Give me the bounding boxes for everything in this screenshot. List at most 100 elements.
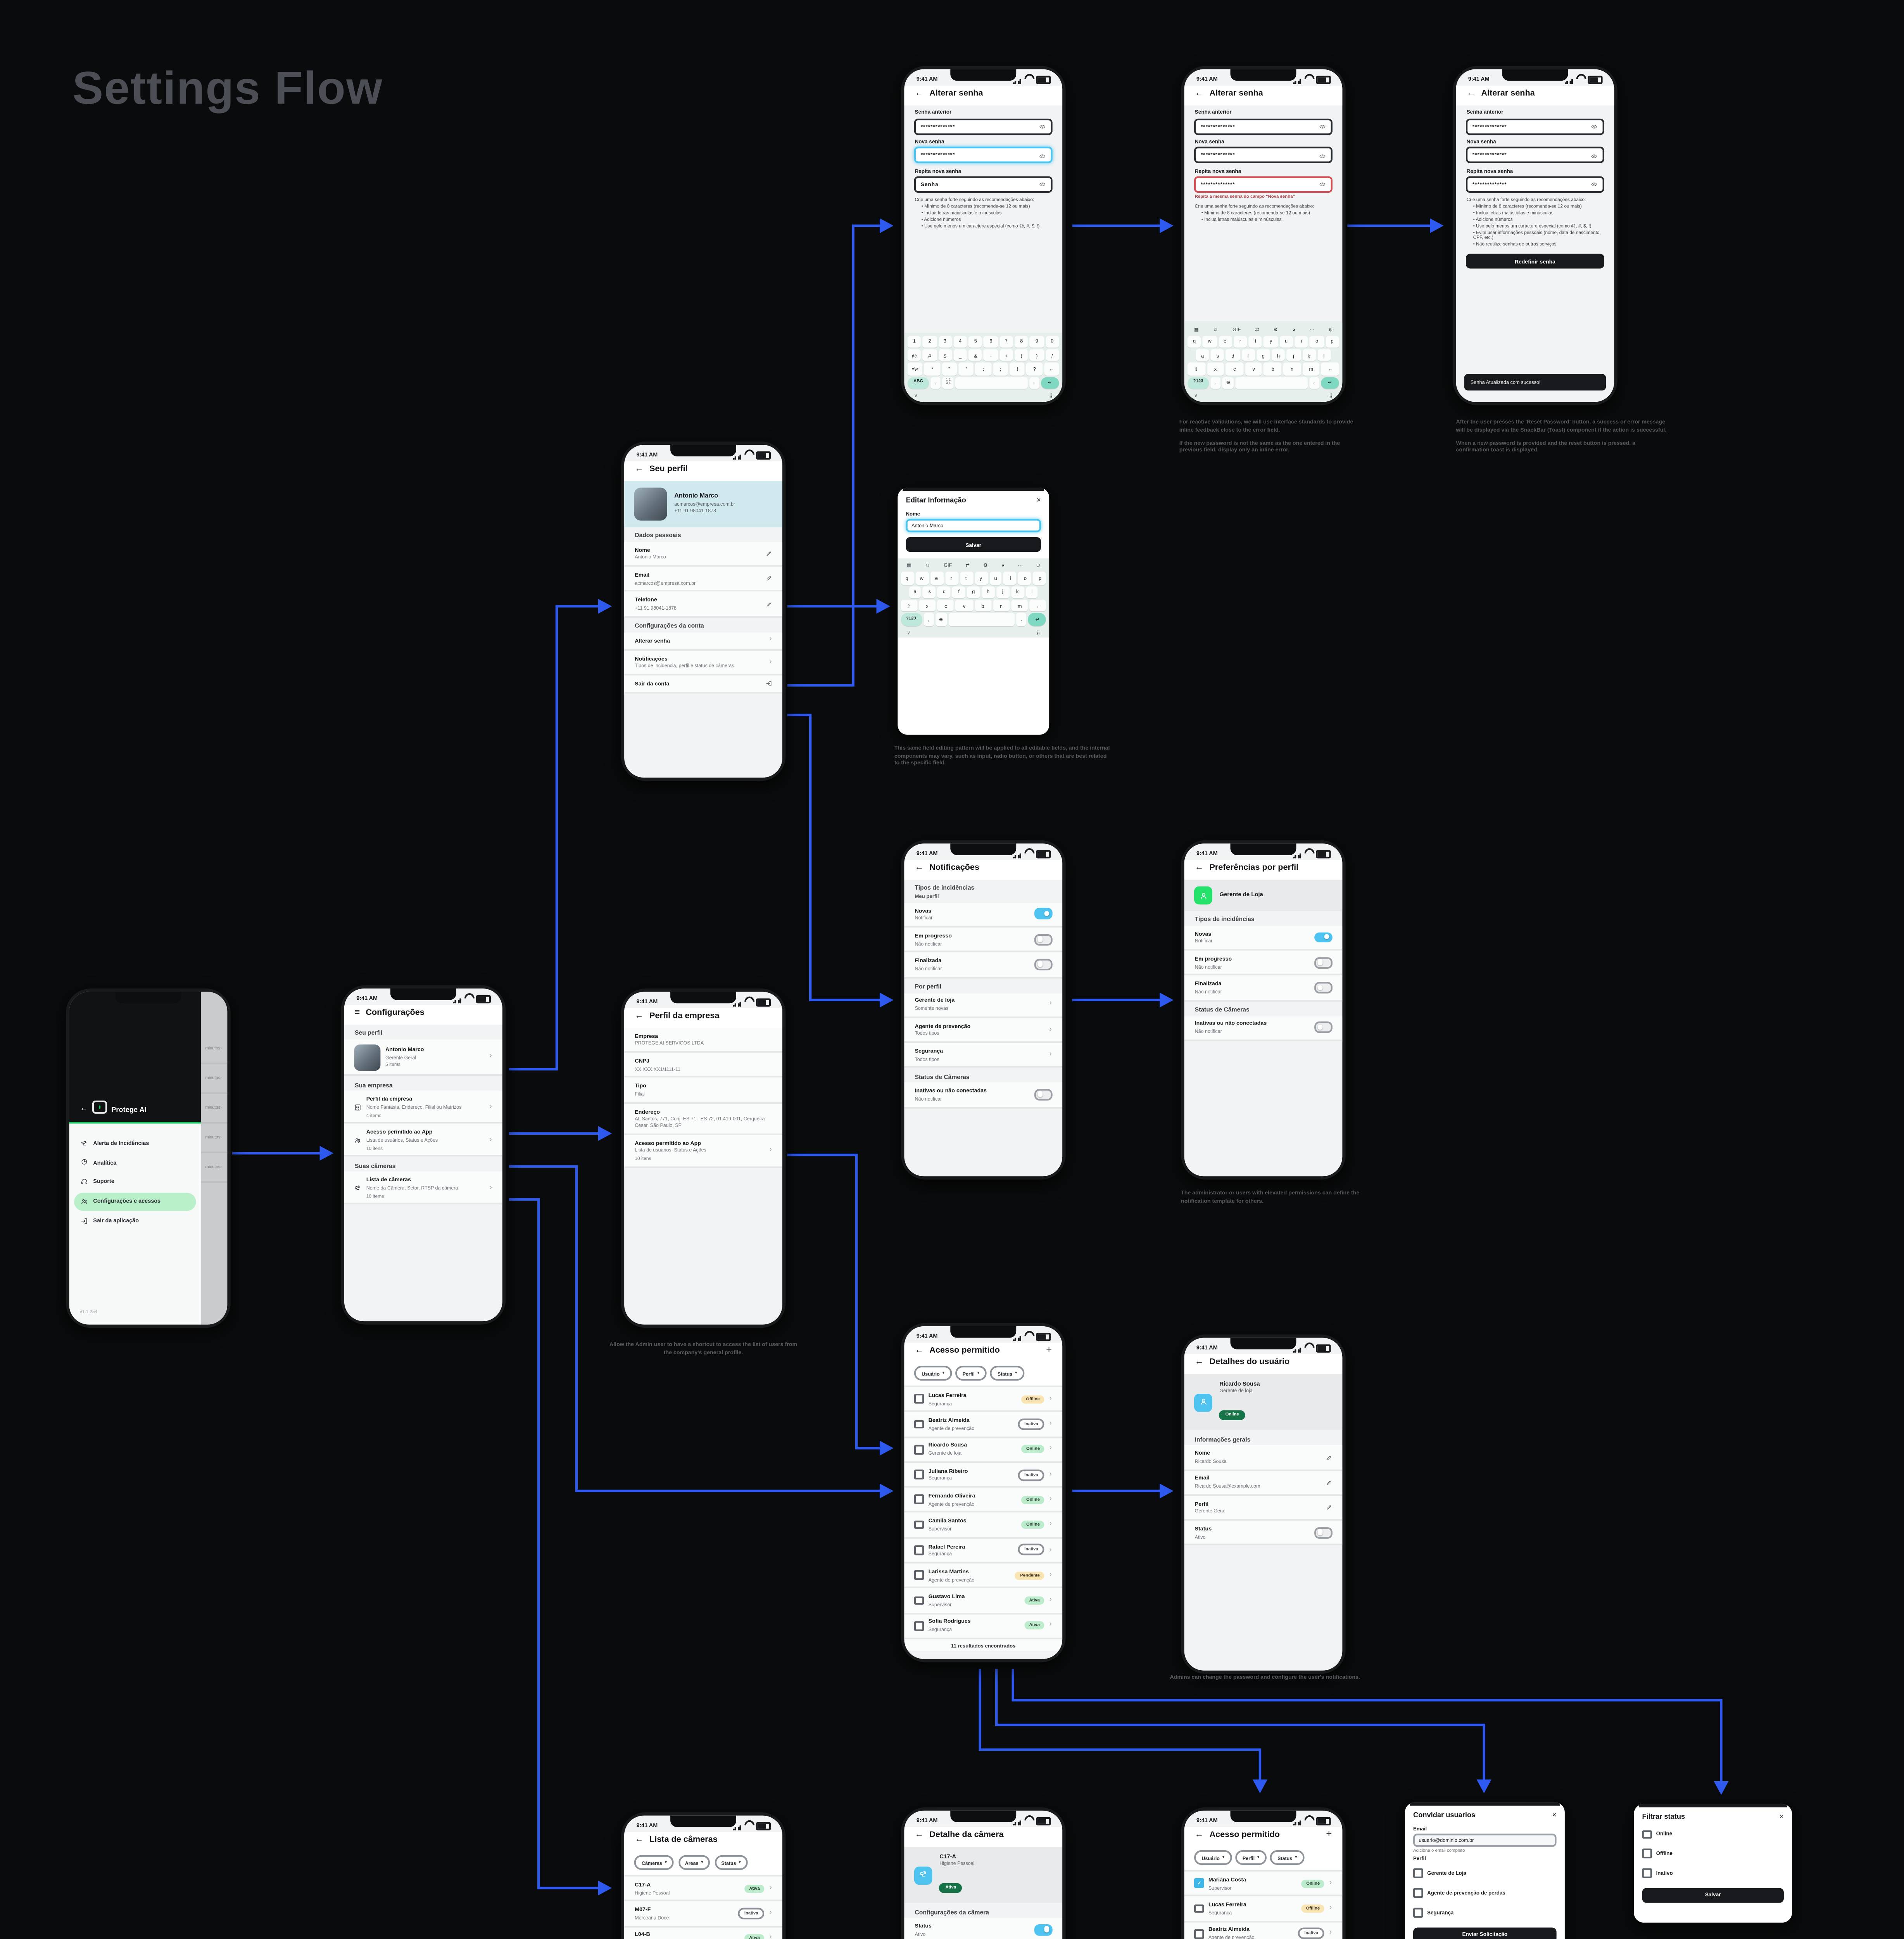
close-icon[interactable]: × <box>1779 1811 1784 1820</box>
key[interactable]: l <box>1317 349 1331 361</box>
eye-icon[interactable] <box>1320 152 1326 159</box>
dot-key[interactable]: . <box>1308 377 1319 389</box>
key[interactable]: f <box>1241 349 1255 361</box>
key[interactable]: e <box>1218 335 1232 347</box>
save-button[interactable]: Salvar <box>1642 1888 1784 1903</box>
key[interactable]: ← <box>1321 363 1339 375</box>
filter-chip[interactable]: Usuário▾ <box>915 1366 951 1382</box>
toggle[interactable] <box>1034 908 1052 920</box>
key[interactable]: t <box>959 572 973 584</box>
status-option[interactable]: Offline <box>1642 1844 1784 1863</box>
password-field[interactable]: Senha anterior ************** <box>1466 109 1604 135</box>
back-icon[interactable]: ← <box>635 1012 644 1022</box>
filter-chip[interactable]: Status▾ <box>1270 1851 1304 1866</box>
filter-chip[interactable]: Status▾ <box>991 1366 1024 1382</box>
key[interactable]: 1 <box>907 335 921 347</box>
keyboard-toolbar-icon[interactable]: ⚙ <box>983 562 988 569</box>
password-field[interactable]: Nova senha ************** <box>1195 139 1332 164</box>
eye-icon[interactable] <box>1592 123 1598 130</box>
key[interactable]: 8 <box>1015 335 1029 347</box>
toggle[interactable] <box>1034 1924 1052 1936</box>
list-item[interactable]: Alterar senha › <box>625 632 782 651</box>
key[interactable]: c <box>937 600 955 612</box>
checkbox[interactable] <box>915 1419 924 1429</box>
key[interactable]: 2 <box>923 335 937 347</box>
key[interactable]: n <box>1283 363 1301 375</box>
key[interactable]: o <box>1310 335 1324 347</box>
keyboard-grid-icon[interactable]: ⣿ <box>1329 392 1333 399</box>
key[interactable]: 9 <box>1030 335 1044 347</box>
key[interactable]: x <box>918 600 936 612</box>
numpad-key[interactable]: 1 2 3 4 <box>943 377 954 389</box>
space-key[interactable] <box>948 613 1015 626</box>
keyboard-toolbar-icon[interactable]: ψ <box>1329 325 1333 332</box>
back-icon[interactable]: ← <box>915 1831 924 1841</box>
filter-chip[interactable]: Perfil▾ <box>1236 1851 1267 1866</box>
key[interactable]: w <box>1203 335 1217 347</box>
keyboard-toolbar-icon[interactable]: GIF <box>1233 325 1241 332</box>
logout-icon[interactable] <box>766 681 772 687</box>
comma-key[interactable]: , <box>930 377 941 389</box>
filter-chip[interactable]: Areas▾ <box>678 1856 710 1871</box>
keyboard-grid-icon[interactable]: ⣿ <box>1036 629 1040 636</box>
filter-chip[interactable]: Câmeras▾ <box>635 1856 674 1871</box>
key[interactable]: ⇧ <box>900 600 917 612</box>
drawer-menu-item[interactable]: Suporte <box>75 1173 195 1191</box>
toggle[interactable] <box>1314 931 1332 943</box>
enter-key[interactable]: ↵ <box>1041 377 1059 389</box>
key[interactable]: a <box>1196 349 1210 361</box>
keyboard-toolbar-icon[interactable]: GIF <box>944 562 952 569</box>
key[interactable]: " <box>941 363 957 375</box>
toggle[interactable] <box>1314 1527 1332 1538</box>
keyboard-toolbar-icon[interactable]: ⇄ <box>1255 325 1259 332</box>
key[interactable]: s <box>1211 349 1225 361</box>
key[interactable]: m <box>1011 600 1028 612</box>
key[interactable]: n <box>993 600 1010 612</box>
checkbox[interactable] <box>915 1520 924 1530</box>
key[interactable]: r <box>1233 335 1247 347</box>
eye-icon[interactable] <box>1040 182 1046 188</box>
key[interactable]: v <box>956 600 973 612</box>
key[interactable]: v <box>1245 363 1263 375</box>
space-key[interactable] <box>1235 377 1307 389</box>
enter-key[interactable]: ↵ <box>1321 377 1339 389</box>
key[interactable]: 7 <box>999 335 1013 347</box>
globe-key[interactable]: ⊕ <box>936 613 947 626</box>
key[interactable]: b <box>974 600 991 612</box>
back-icon[interactable]: ← <box>1195 864 1204 874</box>
key[interactable]: ( <box>1015 349 1029 361</box>
toggle[interactable] <box>1314 957 1332 968</box>
keyboard-toolbar-icon[interactable]: ⋯ <box>1310 325 1315 332</box>
key[interactable]: 5 <box>968 335 982 347</box>
hamburger-icon[interactable]: ≡ <box>355 1009 360 1019</box>
keyboard-collapse-icon[interactable]: ∨ <box>907 629 910 636</box>
key[interactable]: y <box>1264 335 1278 347</box>
key[interactable]: # <box>923 349 937 361</box>
add-user-button[interactable]: + <box>1046 1346 1052 1357</box>
key[interactable]: $ <box>938 349 952 361</box>
pencil-icon[interactable] <box>1326 1504 1332 1510</box>
key[interactable]: t <box>1248 335 1263 347</box>
key[interactable]: ) <box>1030 349 1044 361</box>
key[interactable]: p <box>1033 572 1047 584</box>
key[interactable]: s <box>923 586 936 598</box>
dot-key[interactable]: . <box>1016 613 1027 626</box>
key[interactable]: x <box>1207 363 1224 375</box>
key[interactable]: q <box>1187 335 1201 347</box>
